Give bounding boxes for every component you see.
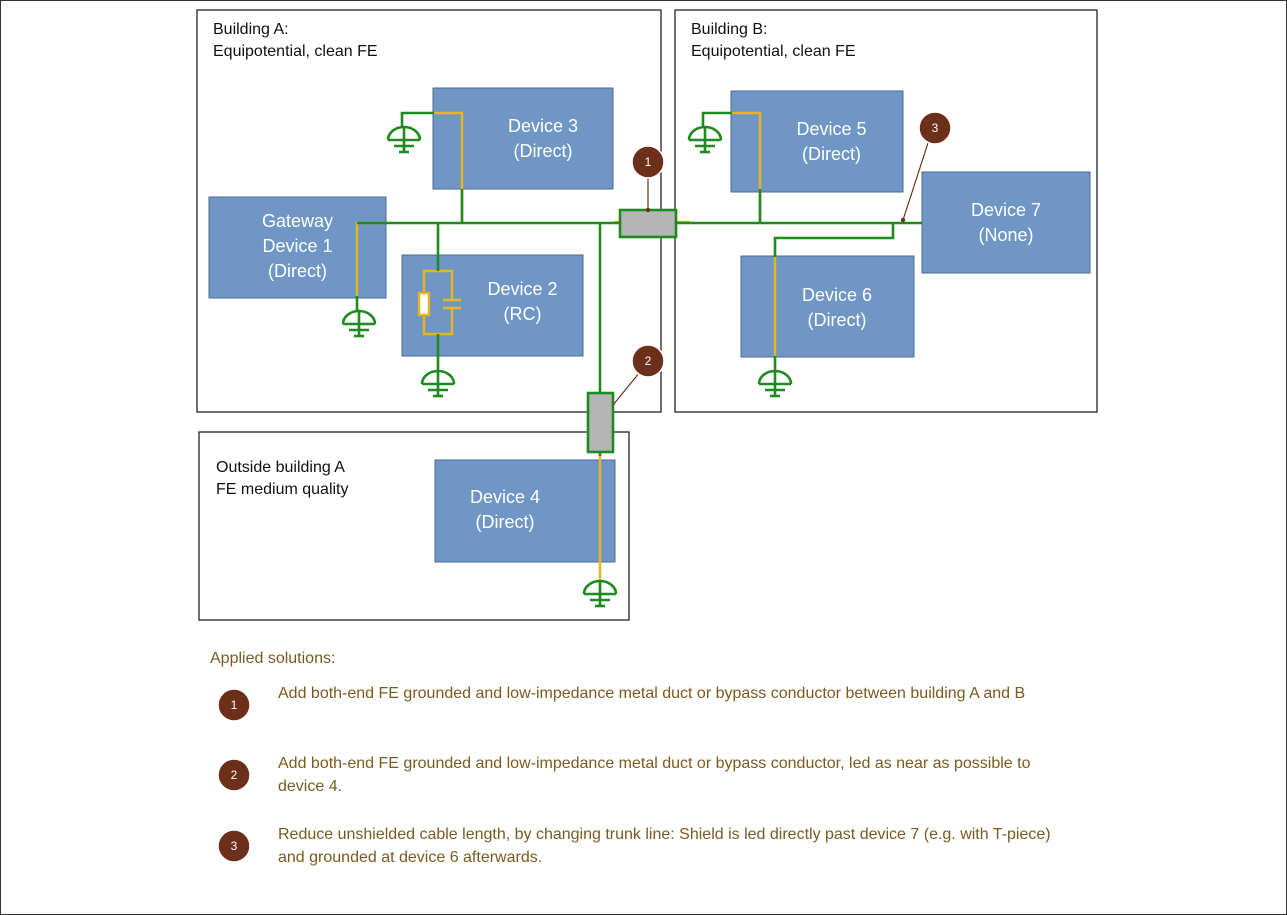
building-b-title: Building B: Equipotential, clean FE	[691, 21, 856, 60]
building-a-title: Building A: Equipotential, clean FE	[213, 21, 378, 60]
device-6-label: Device 6 (Direct)	[801, 285, 873, 330]
metal-duct-a-b	[618, 208, 678, 239]
ground-icon	[687, 124, 723, 154]
legend-heading: Applied solutions:	[210, 650, 336, 667]
device-gateway-label: Gateway Device 1 (Direct)	[261, 211, 334, 281]
marker-2-number: 2	[644, 354, 652, 368]
ground-icon	[341, 308, 377, 338]
zone-outside-a	[198, 431, 630, 621]
legend-item-3-text: Reduce unshielded cable length, by chang…	[278, 826, 1051, 866]
marker-dot	[900, 217, 906, 223]
legend-marker-1-circle	[217, 688, 251, 722]
yellow-cables	[355, 111, 777, 585]
ground-icon	[420, 368, 456, 398]
ground-icon	[757, 368, 793, 398]
ground-icon	[386, 124, 422, 154]
legend-marker-3-circle	[217, 829, 251, 863]
outside-a-title: Outside building A FE medium quality	[216, 459, 349, 498]
device-7-label: Device 7 (None)	[970, 200, 1042, 245]
marker-1-number: 1	[644, 155, 652, 169]
device-6-box	[740, 255, 915, 358]
metal-duct-outside	[586, 391, 615, 454]
marker-3-circle	[918, 111, 952, 145]
device-7-box	[921, 171, 1091, 274]
device-3-label: Device 3 (Direct)	[507, 116, 579, 161]
marker-2-circle	[631, 344, 665, 378]
ground-icon	[582, 578, 618, 608]
marker-dot	[645, 207, 651, 213]
green-shield-lines	[357, 111, 922, 586]
legend-marker-1-number: 1	[230, 698, 238, 712]
legend-marker-2-circle	[217, 758, 251, 792]
device-2-label: Device 2 (RC)	[487, 279, 558, 324]
device-4-box	[434, 459, 616, 563]
marker-leaders	[612, 142, 929, 406]
marker-3-number: 3	[931, 121, 939, 135]
device-5-label: Device 5 (Direct)	[796, 119, 867, 164]
legend-item-1-text: Add both-end FE grounded and low-impedan…	[278, 685, 1026, 702]
legend-item-2-text: Add both-end FE grounded and low-impedan…	[278, 755, 1031, 795]
marker-1-circle	[631, 145, 665, 179]
device-4-label: Device 4 (Direct)	[469, 487, 541, 532]
legend-marker-2-number: 2	[230, 768, 238, 782]
legend-marker-3-number: 3	[230, 839, 238, 853]
